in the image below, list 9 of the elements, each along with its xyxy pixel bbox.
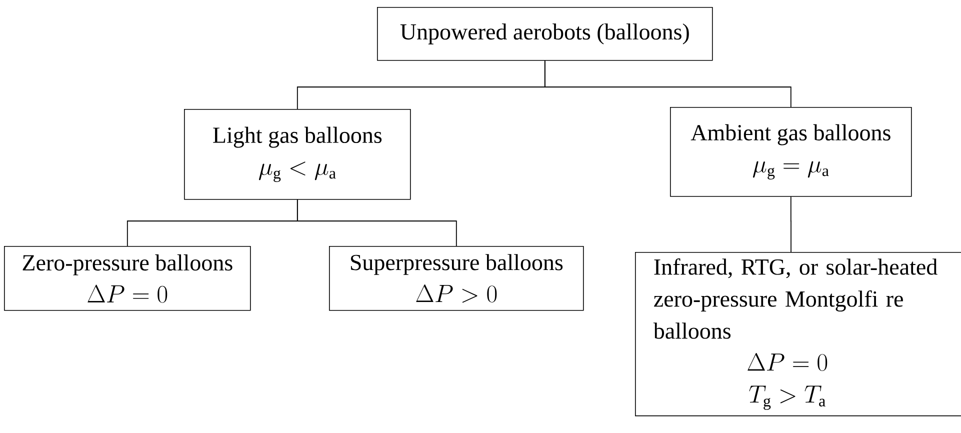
category-box: Unpowered aerobots (balloons) <box>377 7 713 61</box>
connector-line <box>296 199 457 246</box>
category-box: Light gas balloons $\mu_{\mathrm{g}} < \mu_{\mathrm{a}}$ <box>184 109 411 200</box>
category-box: Superpressure balloons $\Delta P > 0$ <box>329 246 584 311</box>
category-box: Infrared, RTG, or solar-heated zero-pressure Montgolfi re balloons $\Delta P = 0$ $T_{\mathrm{g}} > T_{\mathrm{a}}$ <box>635 252 961 416</box>
category-box: Zero-pressure balloons $\Delta P = 0$ <box>4 246 251 311</box>
connector-line <box>544 60 792 108</box>
category-box: Ambient gas balloons $\mu_{\mathrm{g}} = \mu_{\mathrm{a}}$ <box>670 107 912 197</box>
connector-line <box>790 196 792 252</box>
